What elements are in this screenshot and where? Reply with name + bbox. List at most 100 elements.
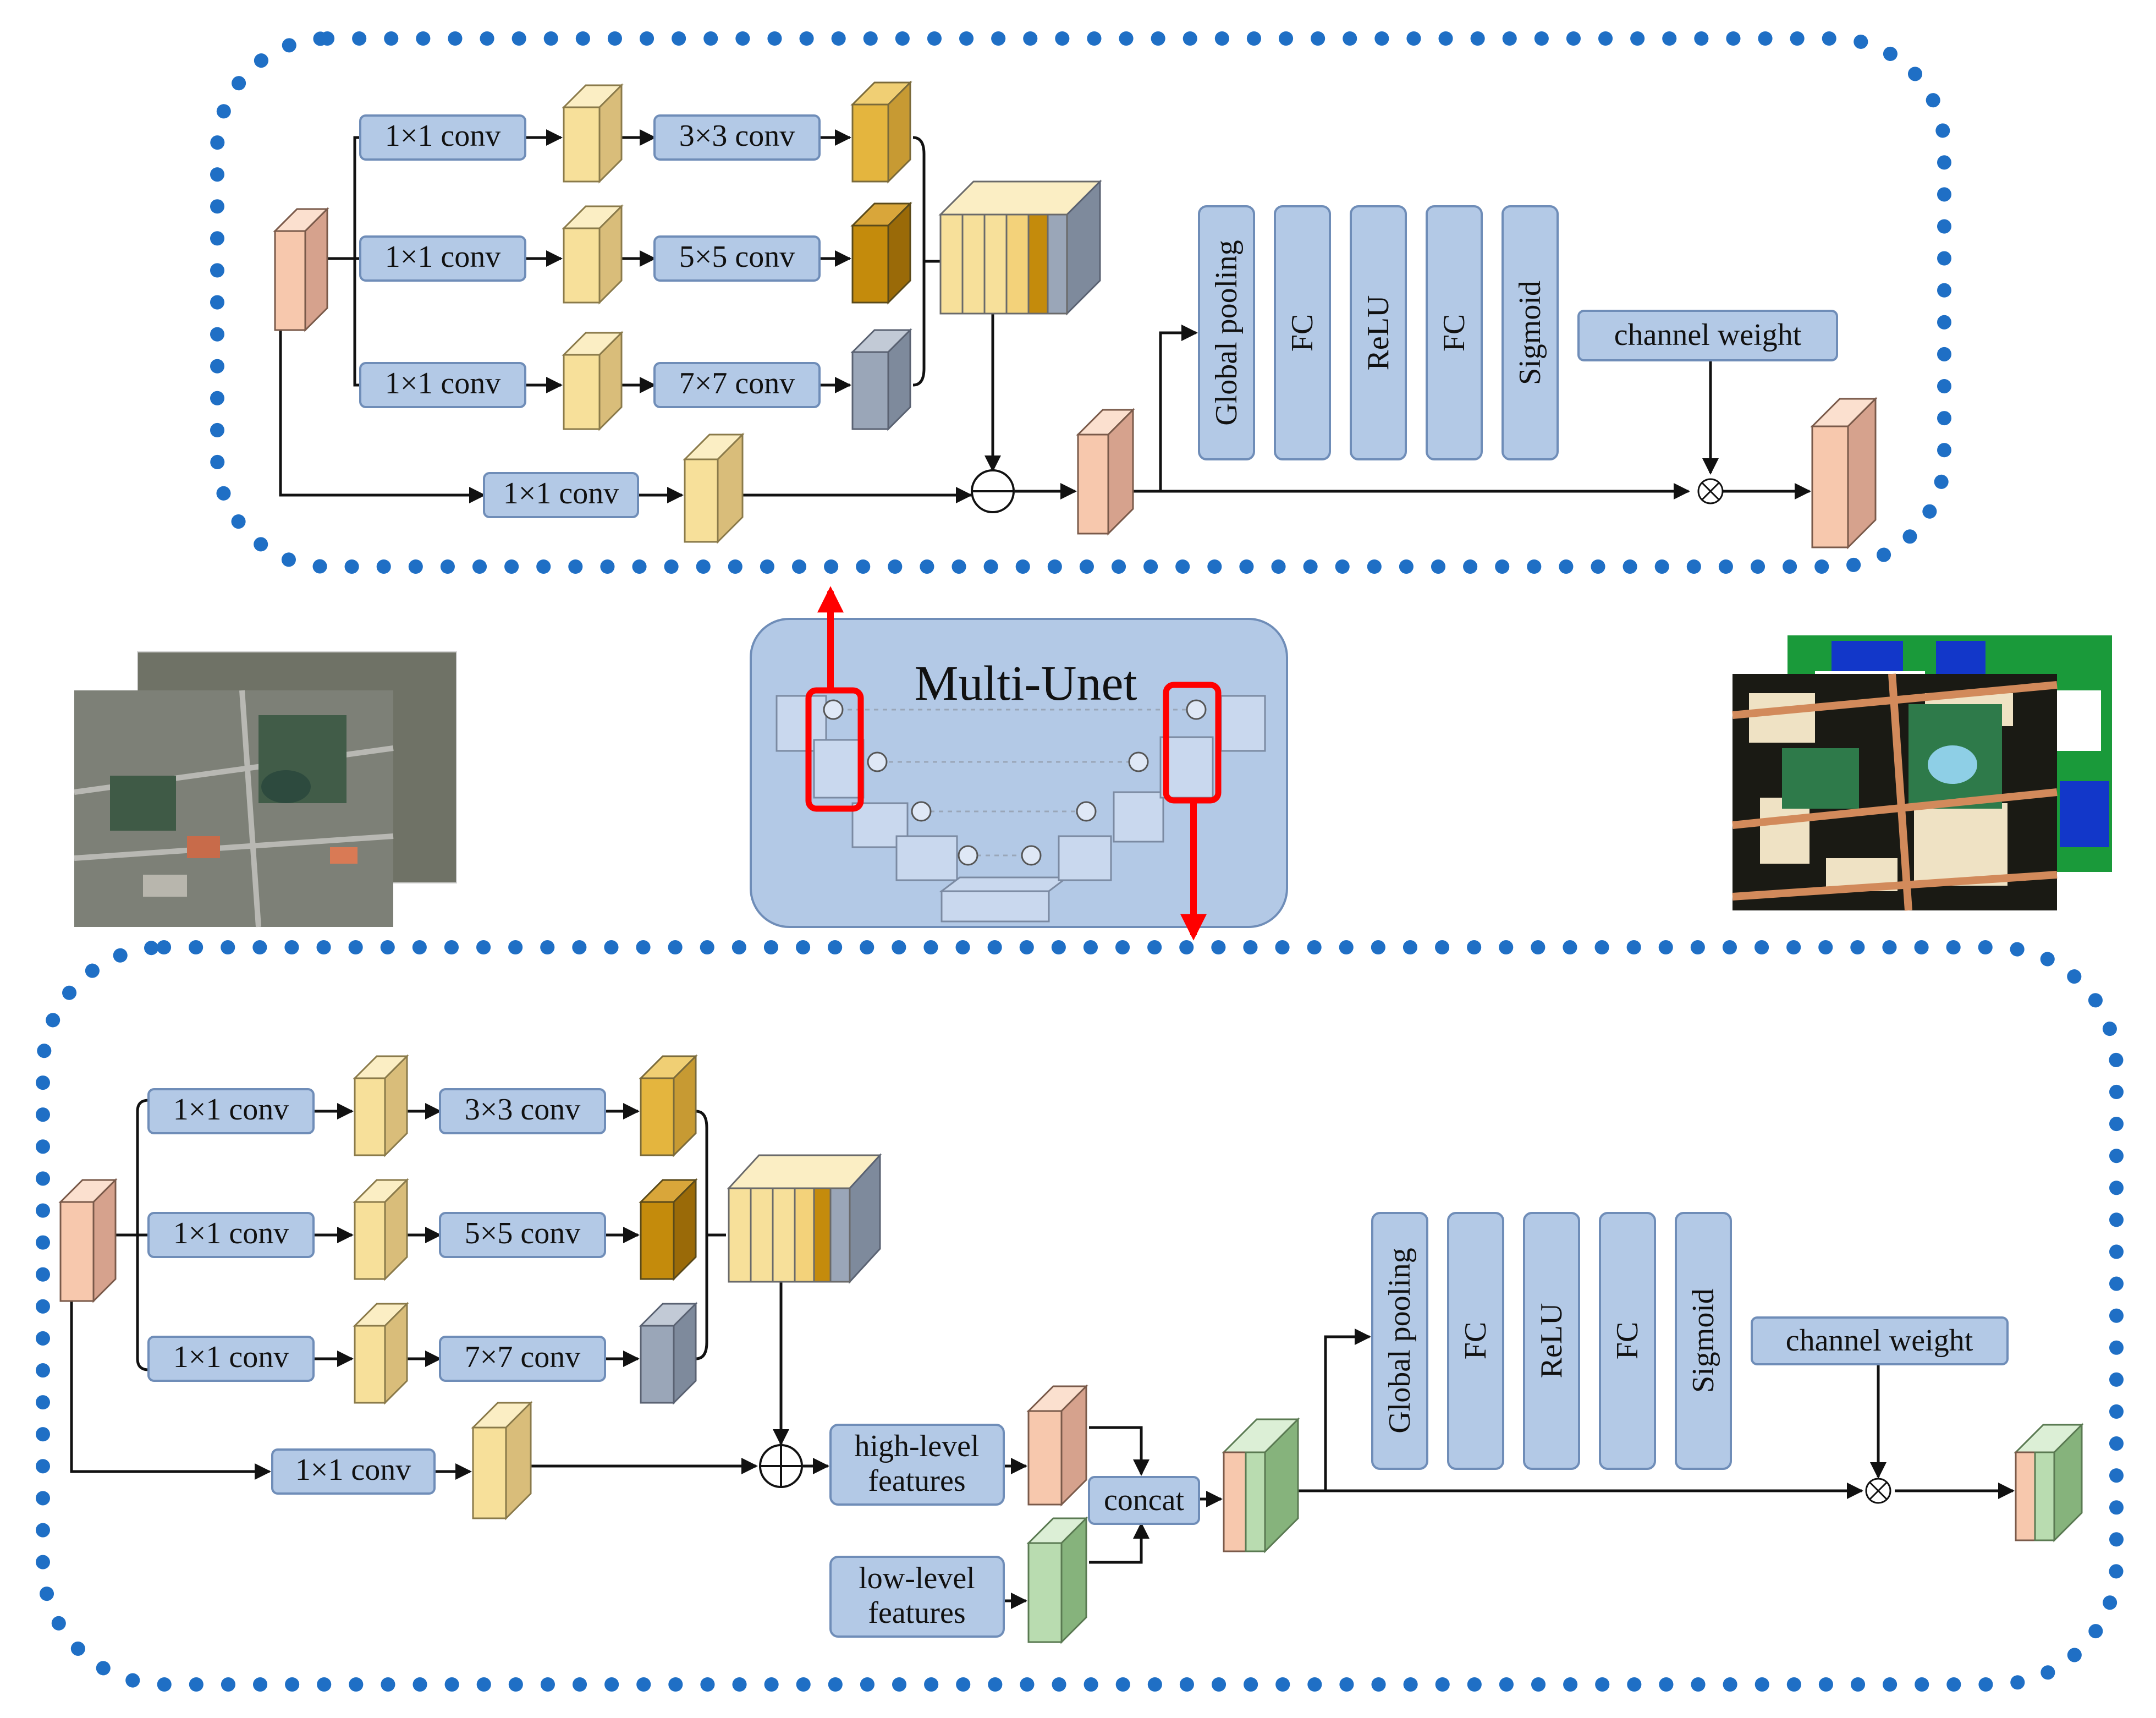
top-cube-5x5-out bbox=[850, 201, 912, 305]
bottom-fc-2: FC bbox=[1599, 1212, 1656, 1470]
svg-text:FC: FC bbox=[1610, 1322, 1645, 1360]
svg-text:1×1 conv: 1×1 conv bbox=[173, 1093, 289, 1127]
bottom-sigmoid: Sigmoid bbox=[1675, 1212, 1732, 1470]
encoder-highlight bbox=[805, 687, 864, 812]
bottom-cube-y2 bbox=[353, 1178, 409, 1281]
top-conv7x7: 7×7 conv bbox=[653, 362, 821, 408]
svg-text:5×5 conv: 5×5 conv bbox=[465, 1216, 580, 1250]
svg-text:5×5 conv: 5×5 conv bbox=[679, 240, 795, 274]
high-level-features-box: high-level features bbox=[829, 1424, 1005, 1506]
bottom-conv3x3: 3×3 conv bbox=[439, 1088, 606, 1134]
output-segmentation-map bbox=[1732, 635, 2112, 911]
svg-text:ReLU: ReLU bbox=[1535, 1303, 1569, 1379]
svg-text:features: features bbox=[868, 1464, 965, 1498]
bottom-add-operator bbox=[759, 1444, 803, 1488]
svg-text:Sigmoid: Sigmoid bbox=[1513, 281, 1547, 385]
svg-text:1×1 conv: 1×1 conv bbox=[295, 1453, 411, 1487]
top-fc-2: FC bbox=[1426, 205, 1483, 460]
svg-text:1×1 conv: 1×1 conv bbox=[385, 240, 501, 274]
svg-text:concat: concat bbox=[1104, 1483, 1185, 1517]
bottom-conv1x1-c: 1×1 conv bbox=[147, 1336, 315, 1382]
svg-text:3×3 conv: 3×3 conv bbox=[465, 1093, 580, 1127]
svg-text:Global pooling: Global pooling bbox=[1383, 1248, 1417, 1434]
top-conv1x1-c: 1×1 conv bbox=[359, 362, 526, 408]
svg-text:1×1 conv: 1×1 conv bbox=[503, 476, 619, 511]
top-relu: ReLU bbox=[1350, 205, 1407, 460]
top-conv1x1-a: 1×1 conv bbox=[359, 114, 526, 161]
svg-text:channel weight: channel weight bbox=[1786, 1324, 1973, 1358]
top-branch-line bbox=[327, 136, 360, 260]
top-input-cube bbox=[273, 207, 329, 332]
low-level-features-box: low-level features bbox=[829, 1556, 1005, 1638]
svg-text:1×1 conv: 1×1 conv bbox=[385, 119, 501, 153]
unet-sketch bbox=[776, 695, 1266, 923]
top-conv1x1-b: 1×1 conv bbox=[359, 235, 526, 282]
bottom-cube-3x3-out bbox=[639, 1054, 698, 1157]
low-level-cube bbox=[1026, 1516, 1088, 1644]
bottom-conv1x1-b: 1×1 conv bbox=[147, 1212, 315, 1258]
bottom-input-cube bbox=[58, 1178, 118, 1303]
top-output-cube bbox=[1810, 397, 1878, 550]
svg-text:FC: FC bbox=[1437, 314, 1471, 352]
svg-text:7×7 conv: 7×7 conv bbox=[465, 1340, 580, 1374]
bottom-cube-7x7-out bbox=[639, 1302, 698, 1405]
top-cube-3x3-out bbox=[850, 80, 912, 184]
top-merge-operator bbox=[971, 469, 1015, 513]
svg-text:1×1 conv: 1×1 conv bbox=[173, 1340, 289, 1374]
high-level-cube bbox=[1026, 1384, 1088, 1507]
bottom-module: 1×1 conv 1×1 conv 1×1 conv 3×3 conv bbox=[58, 1054, 2084, 1644]
svg-text:ReLU: ReLU bbox=[1361, 295, 1395, 371]
top-global-pooling: Global pooling bbox=[1198, 205, 1255, 460]
input-satellite-image bbox=[74, 651, 457, 927]
svg-text:7×7 conv: 7×7 conv bbox=[679, 366, 795, 400]
bottom-conv7x7: 7×7 conv bbox=[439, 1336, 606, 1382]
top-cube-y2 bbox=[562, 204, 624, 305]
multi-unet-title: Multi-Unet bbox=[915, 656, 1137, 711]
bottom-fc-1: FC bbox=[1447, 1212, 1504, 1470]
top-concat-stack bbox=[938, 179, 1102, 316]
svg-text:1×1 conv: 1×1 conv bbox=[173, 1216, 289, 1250]
top-cube-y1 bbox=[562, 83, 624, 184]
top-fc-1: FC bbox=[1274, 205, 1331, 460]
svg-text:1×1 conv: 1×1 conv bbox=[385, 366, 501, 400]
bottom-cube-5x5-out bbox=[639, 1178, 698, 1281]
bottom-module-border bbox=[36, 940, 2124, 1692]
bottom-cube-y3 bbox=[353, 1302, 409, 1405]
bottom-multiply-operator bbox=[1865, 1478, 1891, 1504]
top-cube-7x7-out bbox=[850, 328, 912, 431]
multi-unet-block: Multi-Unet bbox=[750, 586, 1288, 941]
bottom-output-cube bbox=[2014, 1423, 2084, 1543]
top-cube-skip bbox=[683, 432, 745, 544]
top-module-border bbox=[210, 31, 1951, 574]
svg-text:channel weight: channel weight bbox=[1614, 318, 1802, 352]
bottom-conv5x5: 5×5 conv bbox=[439, 1212, 606, 1258]
svg-text:high-level: high-level bbox=[854, 1429, 979, 1463]
top-conv3x3: 3×3 conv bbox=[653, 114, 821, 161]
svg-text:FC: FC bbox=[1459, 1322, 1493, 1360]
bottom-channel-weight: channel weight bbox=[1751, 1316, 2009, 1365]
bottom-cube-skip bbox=[471, 1401, 533, 1521]
svg-text:FC: FC bbox=[1285, 314, 1319, 352]
concat-box: concat bbox=[1088, 1476, 1200, 1525]
top-conv1x1-skip: 1×1 conv bbox=[483, 472, 639, 518]
bottom-conv1x1-a: 1×1 conv bbox=[147, 1088, 315, 1134]
bottom-conv1x1-skip: 1×1 conv bbox=[271, 1448, 436, 1495]
bottom-concat-stack bbox=[727, 1153, 882, 1284]
svg-text:3×3 conv: 3×3 conv bbox=[679, 119, 795, 153]
svg-text:features: features bbox=[868, 1596, 965, 1630]
bottom-relu: ReLU bbox=[1523, 1212, 1580, 1470]
bottom-cube-y1 bbox=[353, 1054, 409, 1157]
top-multiply-operator bbox=[1697, 478, 1724, 504]
top-module: 1×1 conv 1×1 conv 1×1 conv bbox=[273, 80, 1878, 550]
top-sigmoid: Sigmoid bbox=[1502, 205, 1559, 460]
svg-text:Sigmoid: Sigmoid bbox=[1686, 1288, 1720, 1393]
top-conv5x5: 5×5 conv bbox=[653, 235, 821, 282]
bottom-global-pooling: Global pooling bbox=[1371, 1212, 1428, 1470]
concat-output-cube bbox=[1222, 1417, 1300, 1554]
svg-text:Global pooling: Global pooling bbox=[1209, 240, 1244, 426]
top-merged-cube bbox=[1076, 408, 1135, 536]
top-channel-weight: channel weight bbox=[1577, 310, 1838, 361]
svg-text:low-level: low-level bbox=[859, 1561, 975, 1595]
top-cube-y3 bbox=[562, 331, 624, 431]
